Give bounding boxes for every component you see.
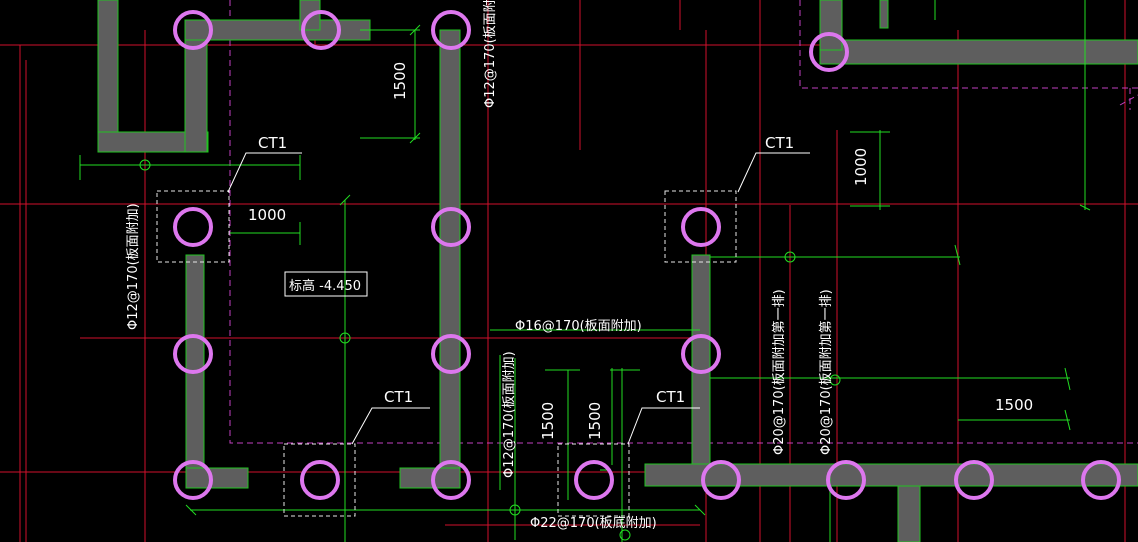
- reference-markers: [139, 159, 841, 541]
- rebar-label: Φ16@170(板面附加): [515, 319, 642, 334]
- rebar-label: Φ20@170(板面附加第一排): [772, 289, 787, 455]
- ct1-label: CT1: [656, 388, 685, 406]
- pile-icon: [826, 460, 866, 500]
- pile-icon: [681, 207, 721, 247]
- rebar-label: Φ12@170(板面附加): [483, 0, 498, 108]
- pile-icon: [173, 460, 213, 500]
- pile-icon: [431, 334, 471, 374]
- rebar-label: Φ20@170(板面附加第一排): [819, 289, 834, 455]
- pile-icon: [681, 334, 721, 374]
- pile-icon: [701, 460, 741, 500]
- rebar-label: Φ22@170(板底附加): [530, 515, 657, 531]
- elevation-box: [284, 271, 368, 297]
- rebar-label: Φ12@170(板面附加): [502, 351, 517, 478]
- pile-icon: [173, 207, 213, 247]
- pile-icon: [954, 460, 994, 500]
- piles: [173, 10, 1121, 500]
- pile-icon: [574, 460, 614, 500]
- pile-icon: [301, 10, 341, 50]
- walls: [97, 0, 1138, 542]
- pile-icon: [300, 460, 340, 500]
- pile-cap-3: [283, 443, 356, 517]
- dimension-label: 1500: [539, 402, 557, 440]
- pile-icon: [809, 32, 849, 72]
- ct1-leaders: [227, 152, 810, 445]
- pile-icon: [431, 10, 471, 50]
- dimension-label: 1500: [586, 402, 604, 440]
- ct1-label: CT1: [384, 388, 413, 406]
- pile-caps: [156, 190, 737, 517]
- rebar-label: Φ12@170(板面附加): [126, 203, 141, 330]
- dimension-label: 1500: [391, 62, 409, 100]
- pile-icon: [1081, 460, 1121, 500]
- pile-cap-2: [664, 190, 737, 263]
- pile-icon: [173, 334, 213, 374]
- ct1-label: CT1: [765, 134, 794, 152]
- elevation-label: 标高 -4.450: [289, 278, 361, 294]
- pile-icon: [431, 207, 471, 247]
- dimension-lines: [79, 0, 1091, 542]
- pile-cap-1: [156, 190, 230, 263]
- dimension-label: 1000: [852, 148, 870, 186]
- ct1-label: CT1: [258, 134, 287, 152]
- pile-cap-4: [557, 443, 630, 517]
- dimension-label: 1000: [248, 206, 286, 224]
- pile-icon: [431, 460, 471, 500]
- dimension-label: 1500: [995, 396, 1033, 414]
- pile-icon: [173, 10, 213, 50]
- dashed-outline: [229, 0, 1138, 444]
